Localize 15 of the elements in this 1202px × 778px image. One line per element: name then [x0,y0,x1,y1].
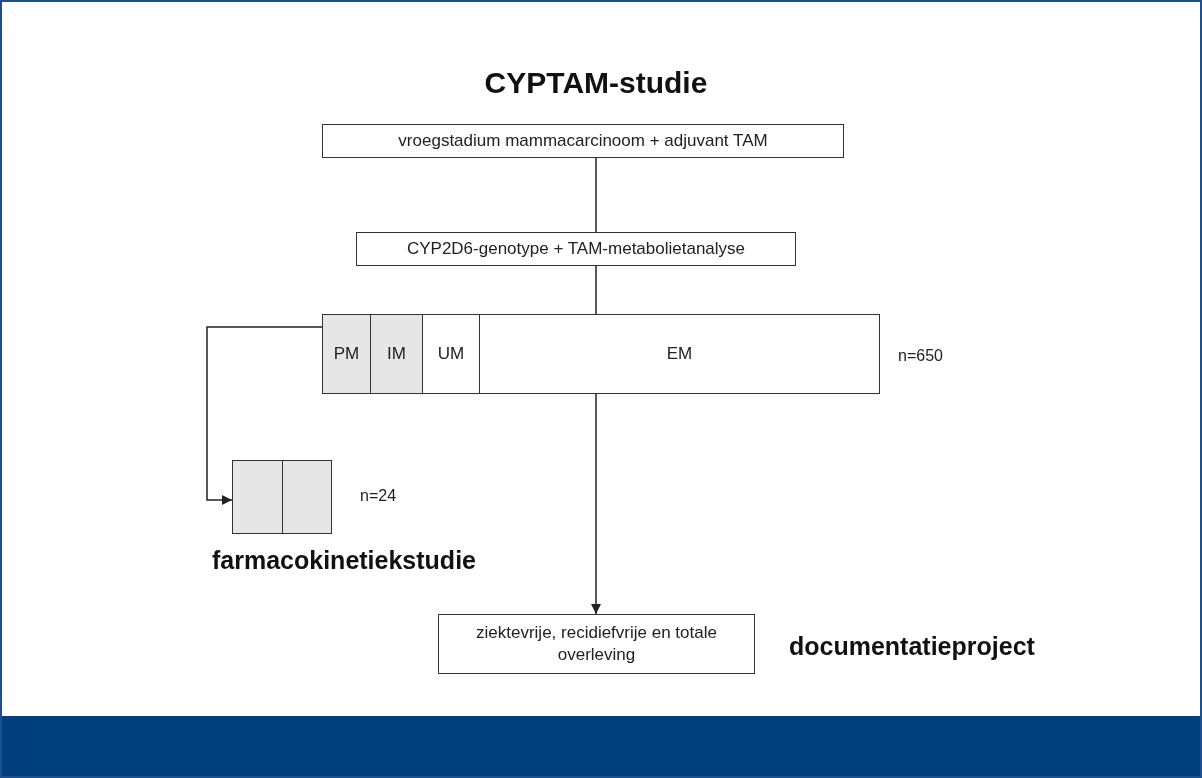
connector-arrow [206,326,323,506]
process-box: ziektevrije, recidiefvrije en totale overleving [438,614,755,674]
genotype-bar [322,314,880,394]
process-box: CYP2D6-genotype + TAM-metabolietanalyse [356,232,796,266]
category-cell: IM [371,315,423,393]
project-heading: documentatieproject [789,631,1035,662]
sample-size-label: n=650 [898,346,943,366]
study-heading: farmacokinetiekstudie [212,545,476,576]
shaded-box [282,461,331,533]
sample-size-label: n=24 [360,486,397,506]
shaded-box [233,461,283,533]
process-box: vroegstadium mammacarcinoom + adjuvant TAM [322,124,844,158]
diagram-title: CYPTAM-studie [483,65,709,101]
connector-arrow [590,393,602,615]
category-cell: PM [323,315,371,393]
